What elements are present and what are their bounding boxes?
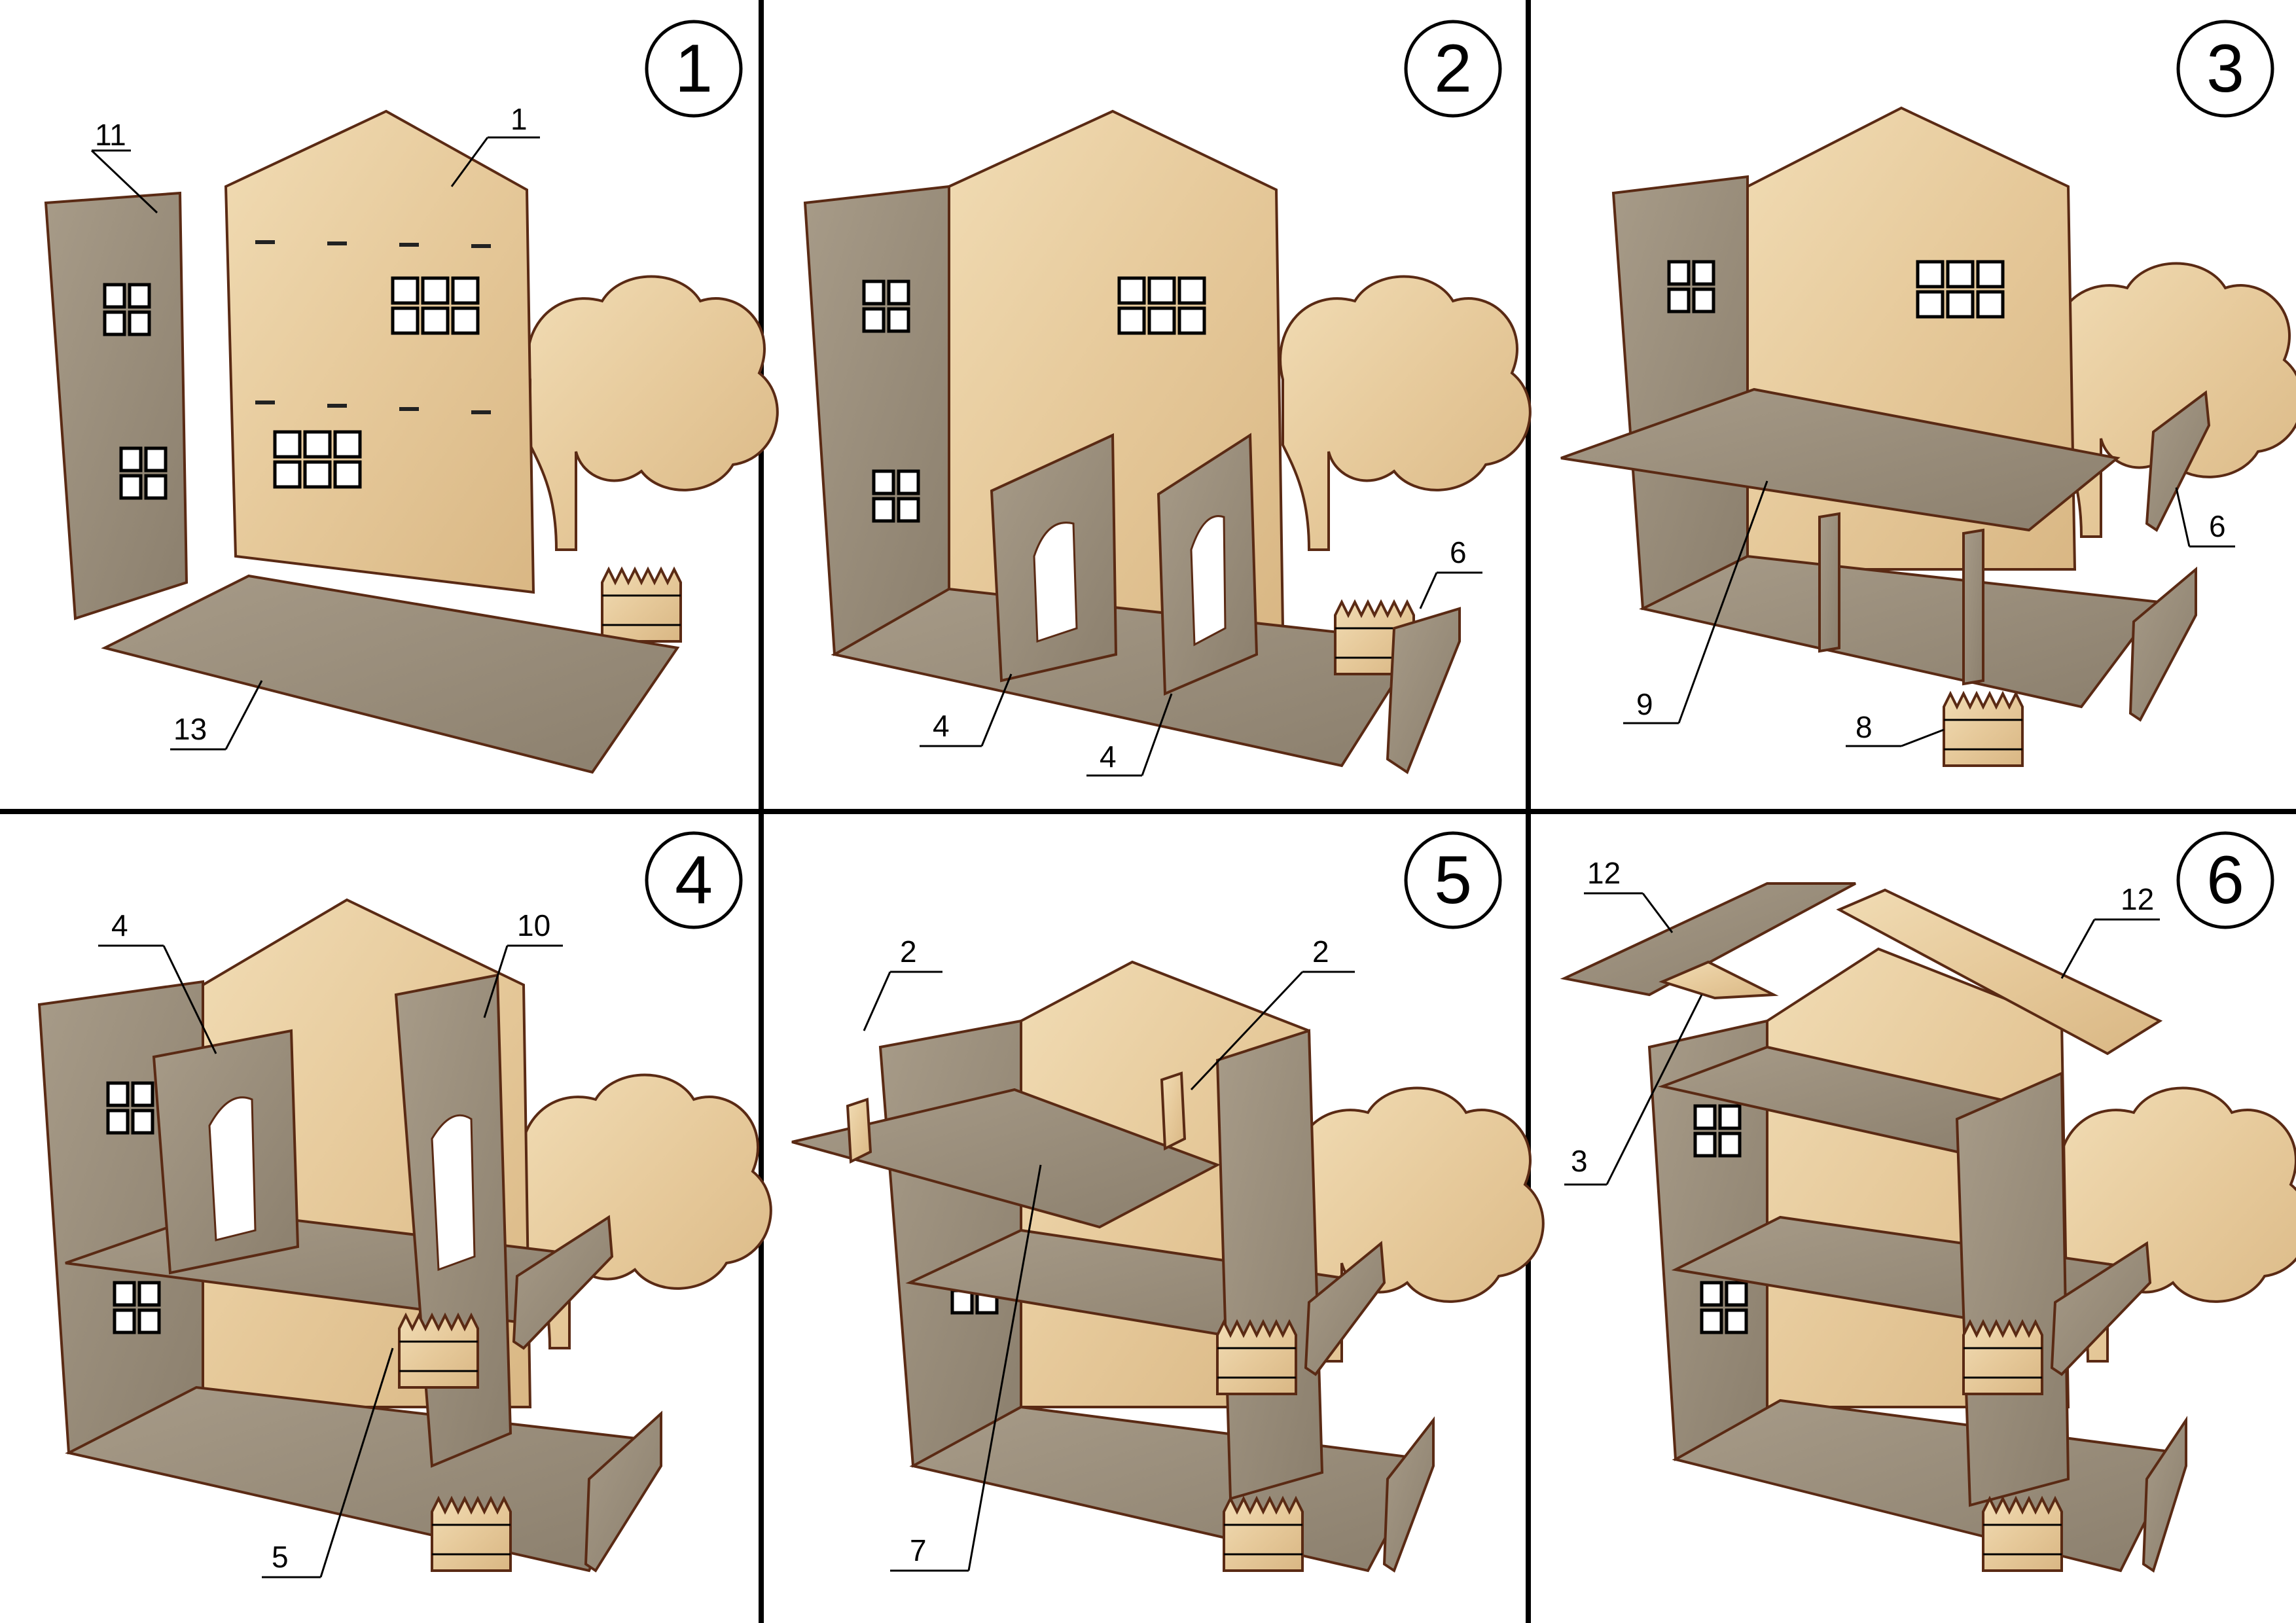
part-corner-piece	[1160, 1071, 1187, 1151]
step-number: 4	[675, 842, 713, 918]
callout-label: 6	[1450, 535, 1467, 569]
part-side-wall	[803, 185, 950, 656]
step-number-badge	[645, 831, 743, 929]
callout-label: 6	[2209, 509, 2226, 543]
callout-label: 4	[933, 709, 950, 743]
panel-step-5: 5 2 2 7	[791, 831, 1545, 1573]
callout-label: 12	[1587, 856, 1621, 890]
fence-piece	[2128, 566, 2197, 722]
part-roof-panel	[1836, 888, 2163, 1056]
part-side-wall	[44, 191, 188, 620]
callout-label: 10	[517, 908, 550, 942]
part-front-facade	[224, 109, 535, 594]
fence-piece	[1982, 1497, 2063, 1572]
part-floor	[1672, 1399, 2182, 1573]
fence-piece	[512, 1215, 614, 1350]
panel-step-1: 1 11 1 13	[44, 20, 779, 774]
step-number-badge	[645, 20, 743, 118]
fence-piece	[1216, 1321, 1297, 1395]
panel-step-4: 4 4 10 5	[37, 831, 772, 1578]
callout-label: 7	[910, 1533, 927, 1567]
part-side-wall	[1611, 175, 1749, 611]
panel-step-2: 2 6 4 4	[803, 20, 1532, 777]
fence-piece	[2050, 1241, 2152, 1376]
part-corner-piece	[846, 1097, 872, 1164]
callout-label: 9	[1636, 687, 1653, 721]
step-number: 5	[1434, 842, 1472, 918]
callout-label: 1	[511, 102, 528, 136]
callout-label: 2	[1312, 935, 1329, 969]
callout-label: 4	[111, 908, 128, 942]
fence-piece	[431, 1497, 512, 1572]
callout-label: 2	[900, 935, 917, 969]
tree-cutout	[1279, 275, 1532, 551]
step-number-badge	[1404, 831, 1502, 929]
part-middle-floor	[1560, 387, 2121, 532]
part-floor	[831, 587, 1423, 768]
step-number: 3	[2206, 31, 2244, 107]
callout-label: 11	[95, 118, 126, 152]
fence-piece	[2142, 1416, 2187, 1573]
step-number-badge	[2176, 20, 2274, 118]
fence-piece	[601, 568, 682, 643]
callout-label: 4	[1100, 740, 1117, 774]
fence-piece	[584, 1410, 662, 1573]
step-number: 6	[2206, 842, 2244, 918]
tree-cutout	[526, 275, 779, 551]
part-floor	[1639, 554, 2162, 709]
fence-piece	[1382, 1416, 1435, 1573]
panel-step-3: 3 6 9 8	[1560, 20, 2296, 767]
callout-label: 12	[2121, 882, 2154, 916]
fence-piece	[1223, 1497, 1304, 1572]
callout-label: 8	[1856, 710, 1873, 744]
part-floor	[65, 1385, 650, 1573]
fence-piece	[1962, 1321, 2043, 1395]
step-number: 2	[1434, 31, 1472, 107]
fence-piece	[398, 1314, 479, 1389]
part-floor	[909, 1405, 1429, 1573]
fence-piece	[1386, 607, 1461, 775]
part-end-wall	[1955, 1071, 2070, 1507]
part-top-floor	[791, 1088, 1221, 1229]
fence-piece	[1304, 1241, 1386, 1376]
callout-label: 13	[173, 712, 207, 746]
fence-piece	[2145, 390, 2211, 532]
panel-step-6: 6 12 12 3	[1560, 831, 2296, 1573]
step-number: 1	[675, 31, 713, 107]
callout-label: 5	[272, 1540, 289, 1574]
step-number-badge	[1404, 20, 1502, 118]
fence-piece	[1943, 692, 2024, 767]
part-floor	[101, 574, 680, 774]
part-end-wall	[1215, 1029, 1324, 1501]
step-number-badge	[2176, 831, 2274, 929]
callout-label: 3	[1571, 1144, 1588, 1178]
part-gable-piece	[1659, 960, 1779, 1000]
part-roof-panel	[1560, 882, 1856, 997]
